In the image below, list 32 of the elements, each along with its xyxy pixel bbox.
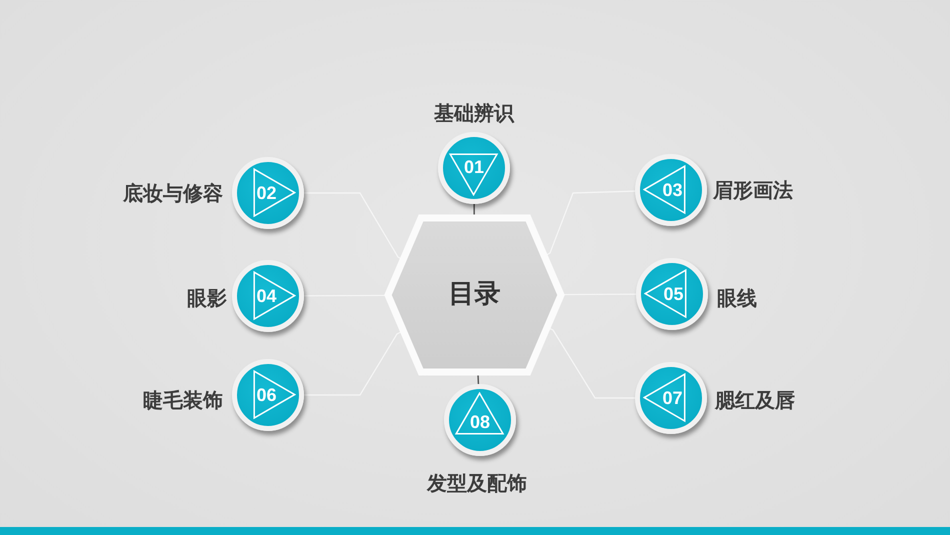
contents-title: 目录 — [448, 280, 500, 310]
number-circle — [444, 384, 516, 456]
step-number: 08 — [470, 412, 490, 430]
connector-line — [477, 375, 480, 384]
number-circle — [232, 260, 304, 332]
number-circle — [636, 258, 708, 330]
connector-line — [473, 204, 475, 215]
topic-label: 腮红及唇 — [715, 388, 795, 412]
step-number: 03 — [662, 181, 683, 199]
topic-label: 底妆与修容 — [123, 181, 223, 205]
topic-label: 睫毛装饰 — [143, 388, 223, 412]
number-circle — [438, 132, 510, 204]
connector-line — [546, 190, 636, 256]
topic-label: 眼影 — [187, 286, 227, 310]
number-circle — [232, 359, 304, 431]
step-number: 06 — [256, 386, 277, 404]
step-number: 07 — [662, 389, 683, 407]
step-number: 01 — [464, 158, 484, 176]
topic-label: 眉形画法 — [713, 178, 793, 202]
connector-line — [550, 328, 635, 399]
step-number: 04 — [256, 287, 277, 305]
number-circle — [232, 157, 304, 229]
connector-line — [304, 192, 401, 259]
connector-line — [304, 332, 401, 396]
topic-label: 基础辨识 — [434, 101, 514, 125]
topic-label: 发型及配饰 — [427, 471, 527, 495]
step-number: 05 — [663, 285, 684, 303]
hexagon — [384, 214, 565, 376]
number-circle — [635, 154, 707, 226]
topic-label: 眼线 — [717, 286, 757, 310]
number-circle — [635, 362, 707, 434]
step-number: 02 — [256, 184, 277, 202]
